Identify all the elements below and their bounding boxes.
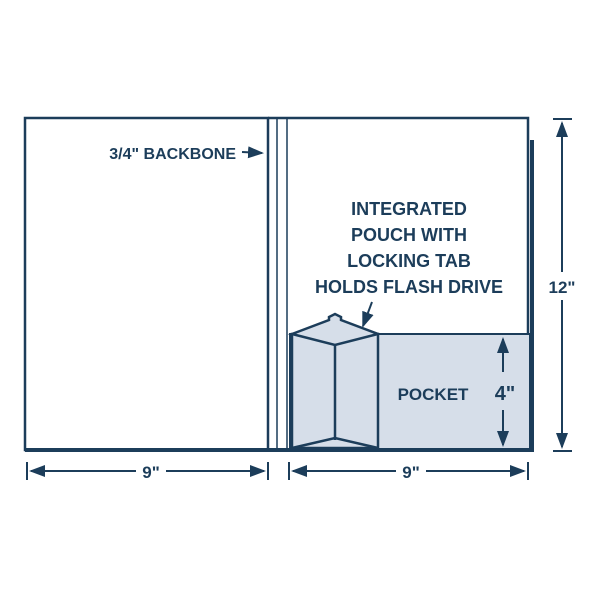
flash-drive-pouch — [287, 312, 383, 450]
pocket-label: POCKET — [398, 385, 469, 404]
right-panel — [268, 116, 530, 334]
left-panel — [23, 116, 270, 452]
backbone-label: 3/4" BACKBONE — [109, 146, 236, 163]
right-width-label: 9" — [402, 463, 420, 482]
height-dimension — [553, 118, 572, 452]
pouch-label-line: HOLDS FLASH DRIVE — [315, 277, 503, 297]
backbone — [267, 118, 288, 450]
backbone-pointer-arrow — [241, 146, 264, 159]
pouch-label-line: POUCH WITH — [351, 225, 467, 245]
left-width-label: 9" — [142, 463, 160, 482]
pouch-label-line: LOCKING TAB — [347, 251, 471, 271]
left-width-dimension — [26, 462, 269, 480]
right-width-dimension — [288, 462, 529, 480]
pouch-label: INTEGRATED POUCH WITH LOCKING TAB HOLDS … — [315, 199, 503, 297]
pouch-label-line: INTEGRATED — [351, 199, 467, 219]
pocket-height-label: 4" — [495, 383, 516, 405]
folder-height-label: 12" — [549, 278, 576, 297]
pouch-pointer-arrow — [362, 301, 374, 328]
